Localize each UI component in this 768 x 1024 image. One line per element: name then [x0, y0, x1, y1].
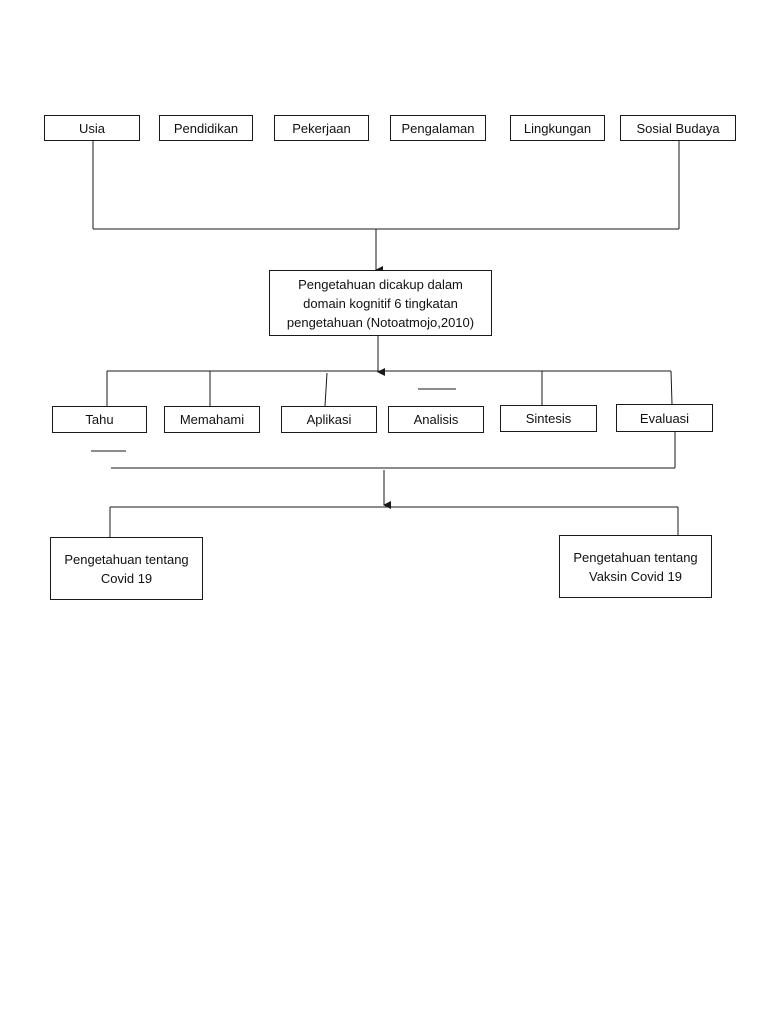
factor-usia: Usia	[44, 115, 140, 141]
factor-sosial-budaya: Sosial Budaya	[620, 115, 736, 141]
outcome-pengetahuan-vaksin: Pengetahuan tentang Vaksin Covid 19	[559, 535, 712, 598]
level-memahami: Memahami	[164, 406, 260, 433]
connector-evaluasi	[670, 370, 673, 405]
factor-pekerjaan: Pekerjaan	[274, 115, 369, 141]
level-aplikasi: Aplikasi	[281, 406, 377, 433]
level-tahu: Tahu	[52, 406, 147, 433]
level-sintesis: Sintesis	[500, 405, 597, 432]
level-analisis: Analisis	[388, 406, 484, 433]
connector-aplikasi	[324, 372, 328, 407]
factor-lingkungan: Lingkungan	[510, 115, 605, 141]
outcome-pengetahuan-covid: Pengetahuan tentang Covid 19	[50, 537, 203, 600]
factor-pendidikan: Pendidikan	[159, 115, 253, 141]
factor-pengalaman: Pengalaman	[390, 115, 486, 141]
center-knowledge-domain: Pengetahuan dicakup dalam domain kogniti…	[269, 270, 492, 336]
level-evaluasi: Evaluasi	[616, 404, 713, 432]
